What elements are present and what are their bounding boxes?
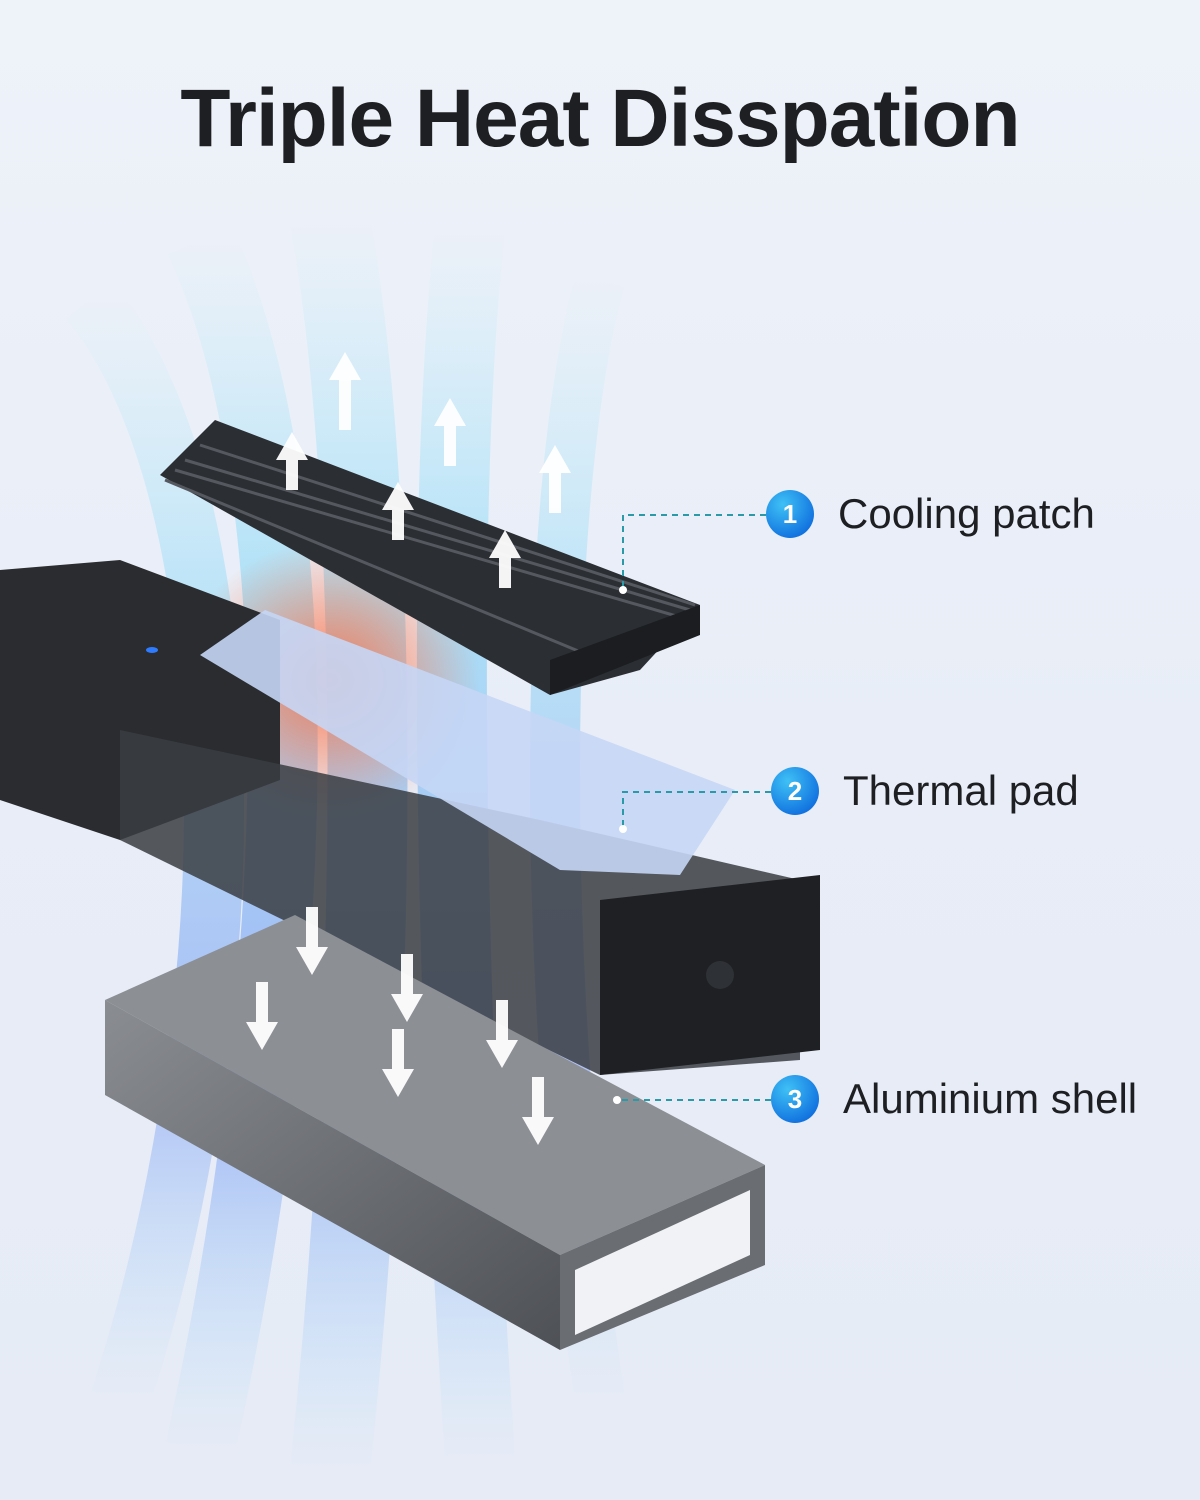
number-badge: 1 <box>766 490 814 538</box>
ssd-enclosure <box>0 560 820 1075</box>
callout-label: Cooling patch <box>838 490 1095 537</box>
heat-down-arrow-icons <box>246 907 554 1145</box>
thermal-pad <box>200 610 735 875</box>
callout-label: Thermal pad <box>843 767 1079 814</box>
callout-cooling-patch: 1 Cooling patch <box>766 490 1095 538</box>
eject-icon <box>706 961 734 989</box>
callout-dots <box>613 586 627 1104</box>
page-title: Triple Heat Disspation <box>180 73 1020 164</box>
callout-aluminium-shell: 3 Aluminium shell <box>771 1075 1137 1123</box>
heat-up-arrow-icons <box>276 352 571 588</box>
callout-thermal-pad: 2 Thermal pad <box>771 767 1079 815</box>
callout-leader-lines <box>617 514 771 1101</box>
callout-label: Aluminium shell <box>843 1075 1138 1122</box>
number-badge: 3 <box>771 1075 819 1123</box>
number-badge: 2 <box>771 767 819 815</box>
aluminium-shell <box>105 915 765 1350</box>
